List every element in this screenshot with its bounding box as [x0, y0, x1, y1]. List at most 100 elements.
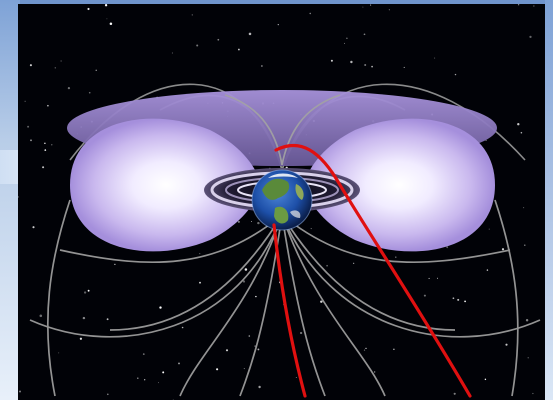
star [159, 306, 162, 309]
star [87, 289, 90, 292]
star [525, 319, 529, 322]
star [54, 67, 56, 69]
star [95, 69, 97, 71]
star [258, 385, 261, 389]
star [363, 349, 366, 351]
star [484, 378, 487, 381]
star [243, 368, 245, 370]
star [158, 382, 160, 384]
star [346, 37, 348, 39]
star [44, 149, 47, 151]
star [237, 48, 240, 51]
spacecraft-trajectory [272, 144, 472, 398]
star [523, 207, 525, 209]
star [144, 379, 146, 381]
star [255, 295, 257, 298]
star [362, 6, 364, 8]
star [106, 318, 109, 321]
star [51, 144, 53, 146]
star [350, 60, 353, 64]
star [88, 91, 91, 94]
star [83, 291, 87, 294]
outer-belt [67, 90, 497, 252]
star [388, 9, 390, 11]
star [42, 166, 45, 169]
star [524, 244, 526, 246]
star [60, 60, 62, 62]
star [261, 65, 263, 67]
star [454, 73, 457, 76]
star [277, 23, 279, 26]
star [344, 42, 345, 44]
star [199, 253, 201, 255]
earth-globe-icon [251, 169, 313, 231]
star [370, 4, 372, 6]
star [428, 277, 430, 279]
star [364, 63, 367, 67]
star [18, 196, 19, 198]
star [423, 294, 426, 297]
star [320, 300, 323, 303]
star [309, 12, 311, 15]
star [106, 18, 108, 20]
star [27, 125, 30, 128]
star [365, 347, 367, 350]
star [299, 331, 303, 335]
star [58, 352, 60, 354]
star [529, 35, 532, 39]
frame-top-bar [0, 0, 553, 4]
star [79, 337, 83, 340]
star [488, 228, 490, 230]
star [374, 371, 376, 373]
star [257, 348, 260, 351]
star [395, 256, 397, 258]
star [237, 220, 240, 223]
star [353, 262, 355, 264]
star [527, 357, 529, 359]
star [217, 38, 220, 41]
star [248, 335, 251, 337]
star [393, 348, 395, 351]
star [330, 59, 333, 62]
star [19, 390, 21, 393]
star [114, 263, 116, 266]
star [109, 22, 113, 26]
star [196, 44, 199, 47]
star [44, 142, 46, 145]
star [437, 277, 438, 279]
star [520, 131, 523, 134]
star [532, 392, 534, 395]
stars-icon [18, 4, 535, 400]
star [363, 33, 366, 36]
star [403, 66, 405, 68]
star [104, 4, 108, 7]
radiation-belts-image [18, 4, 545, 400]
star [310, 228, 312, 230]
star [216, 368, 219, 371]
star [486, 269, 489, 271]
star [446, 246, 449, 249]
star [251, 221, 252, 223]
star [47, 104, 49, 107]
star [32, 226, 35, 229]
star [242, 280, 246, 283]
star [326, 264, 328, 267]
star [67, 86, 71, 90]
star [257, 221, 260, 225]
star [142, 353, 145, 355]
frame-left-bar [0, 0, 20, 400]
star [39, 314, 43, 318]
star [434, 57, 436, 59]
star [178, 362, 180, 365]
star [501, 248, 505, 251]
star [107, 393, 109, 396]
star [82, 316, 86, 320]
star [225, 349, 229, 352]
star [191, 14, 193, 16]
star [505, 343, 508, 346]
star [162, 371, 165, 374]
star [371, 65, 373, 68]
star [452, 297, 455, 300]
star [295, 377, 297, 378]
